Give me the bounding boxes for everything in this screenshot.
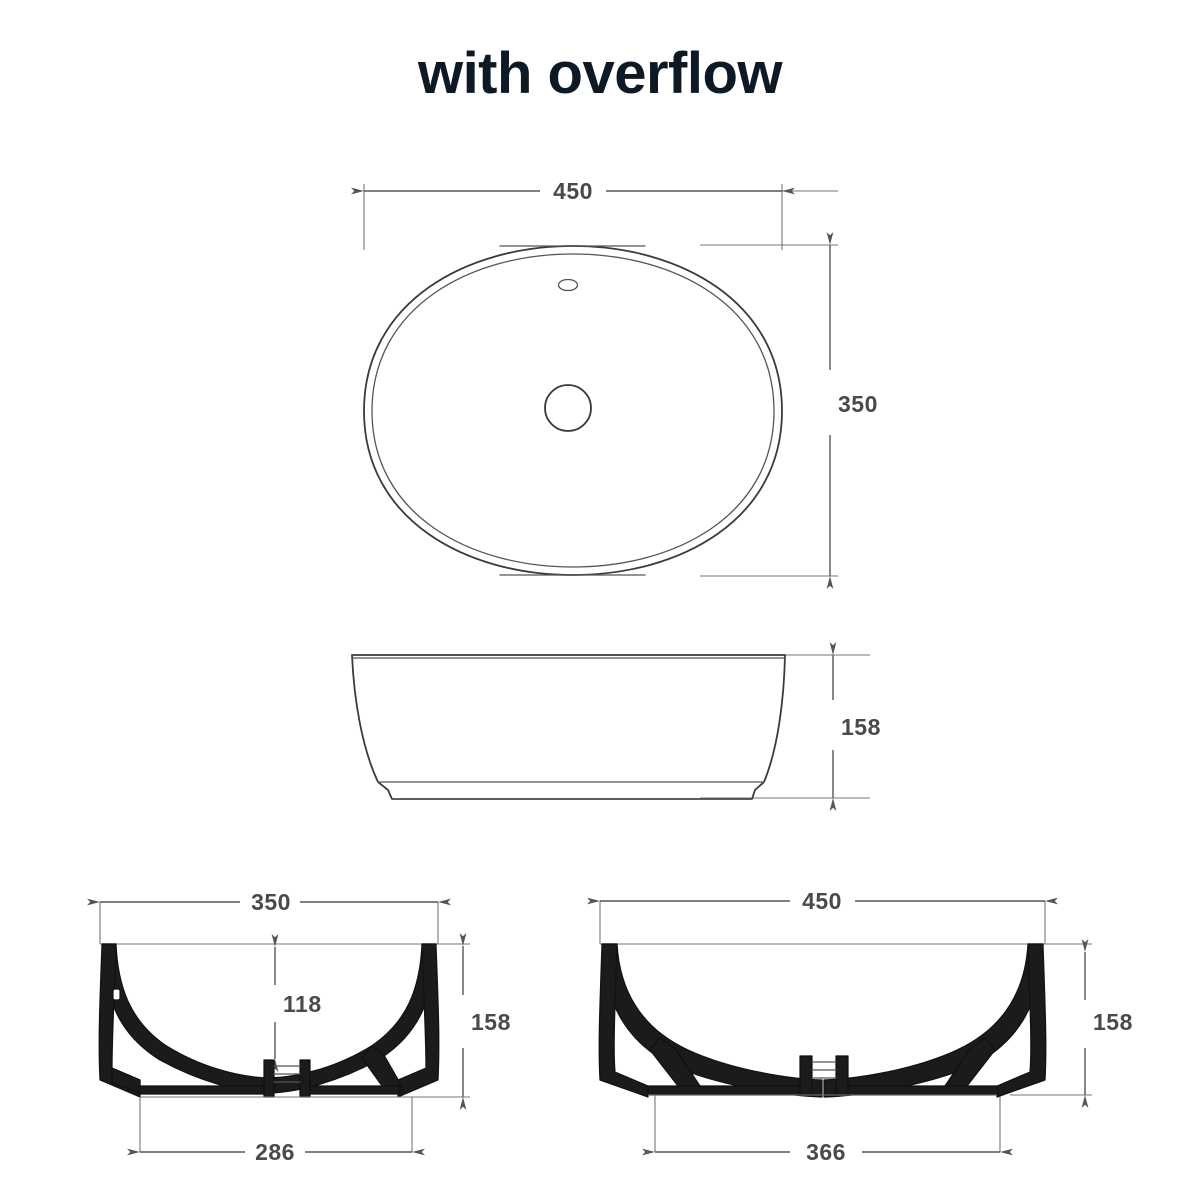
front-section-base-label: 366	[806, 1139, 846, 1165]
front-section-height-dimension: 158	[1081, 939, 1133, 1108]
front-elevation-view: 158	[351, 642, 881, 811]
side-section-drain-wall-right	[299, 1059, 311, 1098]
side-section-depth-dimension: 118	[271, 934, 322, 1072]
side-section-height-dimension: 158	[459, 933, 511, 1110]
front-section-base-dimension: 366	[642, 1139, 1013, 1165]
side-section-floor-plate-left	[139, 1085, 271, 1095]
front-section-drain-wall-left	[799, 1055, 813, 1096]
side-section-width-dimension: 350	[87, 889, 451, 915]
top-view-height-dimension: 350	[826, 232, 878, 589]
basin-front-profile	[351, 654, 786, 800]
front-view-height-dimension: 158	[829, 642, 881, 811]
front-view-height-label: 158	[841, 714, 881, 740]
front-section-width-dimension: 450	[587, 888, 1058, 914]
front-section-height-label: 158	[1093, 1009, 1133, 1035]
side-section-bowl-wall-right	[269, 943, 437, 1094]
basin-inner-rim	[371, 253, 775, 568]
side-section-base-dimension: 286	[127, 1139, 425, 1165]
top-view-height-label: 350	[838, 391, 878, 417]
side-section-base-label: 286	[255, 1139, 295, 1165]
side-section-width-label: 350	[251, 889, 291, 915]
front-section-drain-wall-right	[835, 1055, 849, 1096]
drain-hole	[544, 384, 592, 432]
overflow-hole	[557, 278, 579, 292]
front-section-width-label: 450	[802, 888, 842, 914]
front-section-bowl-wall-left	[601, 943, 823, 1098]
front-cross-section-view: 450 158 366	[587, 888, 1133, 1165]
basin-outer-rim	[363, 245, 783, 576]
front-section-floor-plate-right	[847, 1085, 999, 1096]
side-section-drain-wall-left	[263, 1059, 275, 1098]
side-section-floor-plate-right	[299, 1085, 401, 1095]
top-view: 450 350	[351, 178, 878, 589]
side-section-height-label: 158	[471, 1009, 511, 1035]
page-title: with overflow	[417, 41, 783, 106]
top-view-width-dimension: 450	[351, 178, 795, 204]
front-section-floor-plate-left	[647, 1085, 801, 1096]
overflow-slot	[112, 988, 121, 1001]
side-cross-section-view: 350 118 158 286	[87, 889, 511, 1165]
front-section-bowl-wall-right	[823, 943, 1044, 1098]
side-section-bowl-wall-left	[101, 943, 269, 1094]
side-section-depth-label: 118	[283, 991, 322, 1017]
top-view-width-label: 450	[553, 178, 593, 204]
